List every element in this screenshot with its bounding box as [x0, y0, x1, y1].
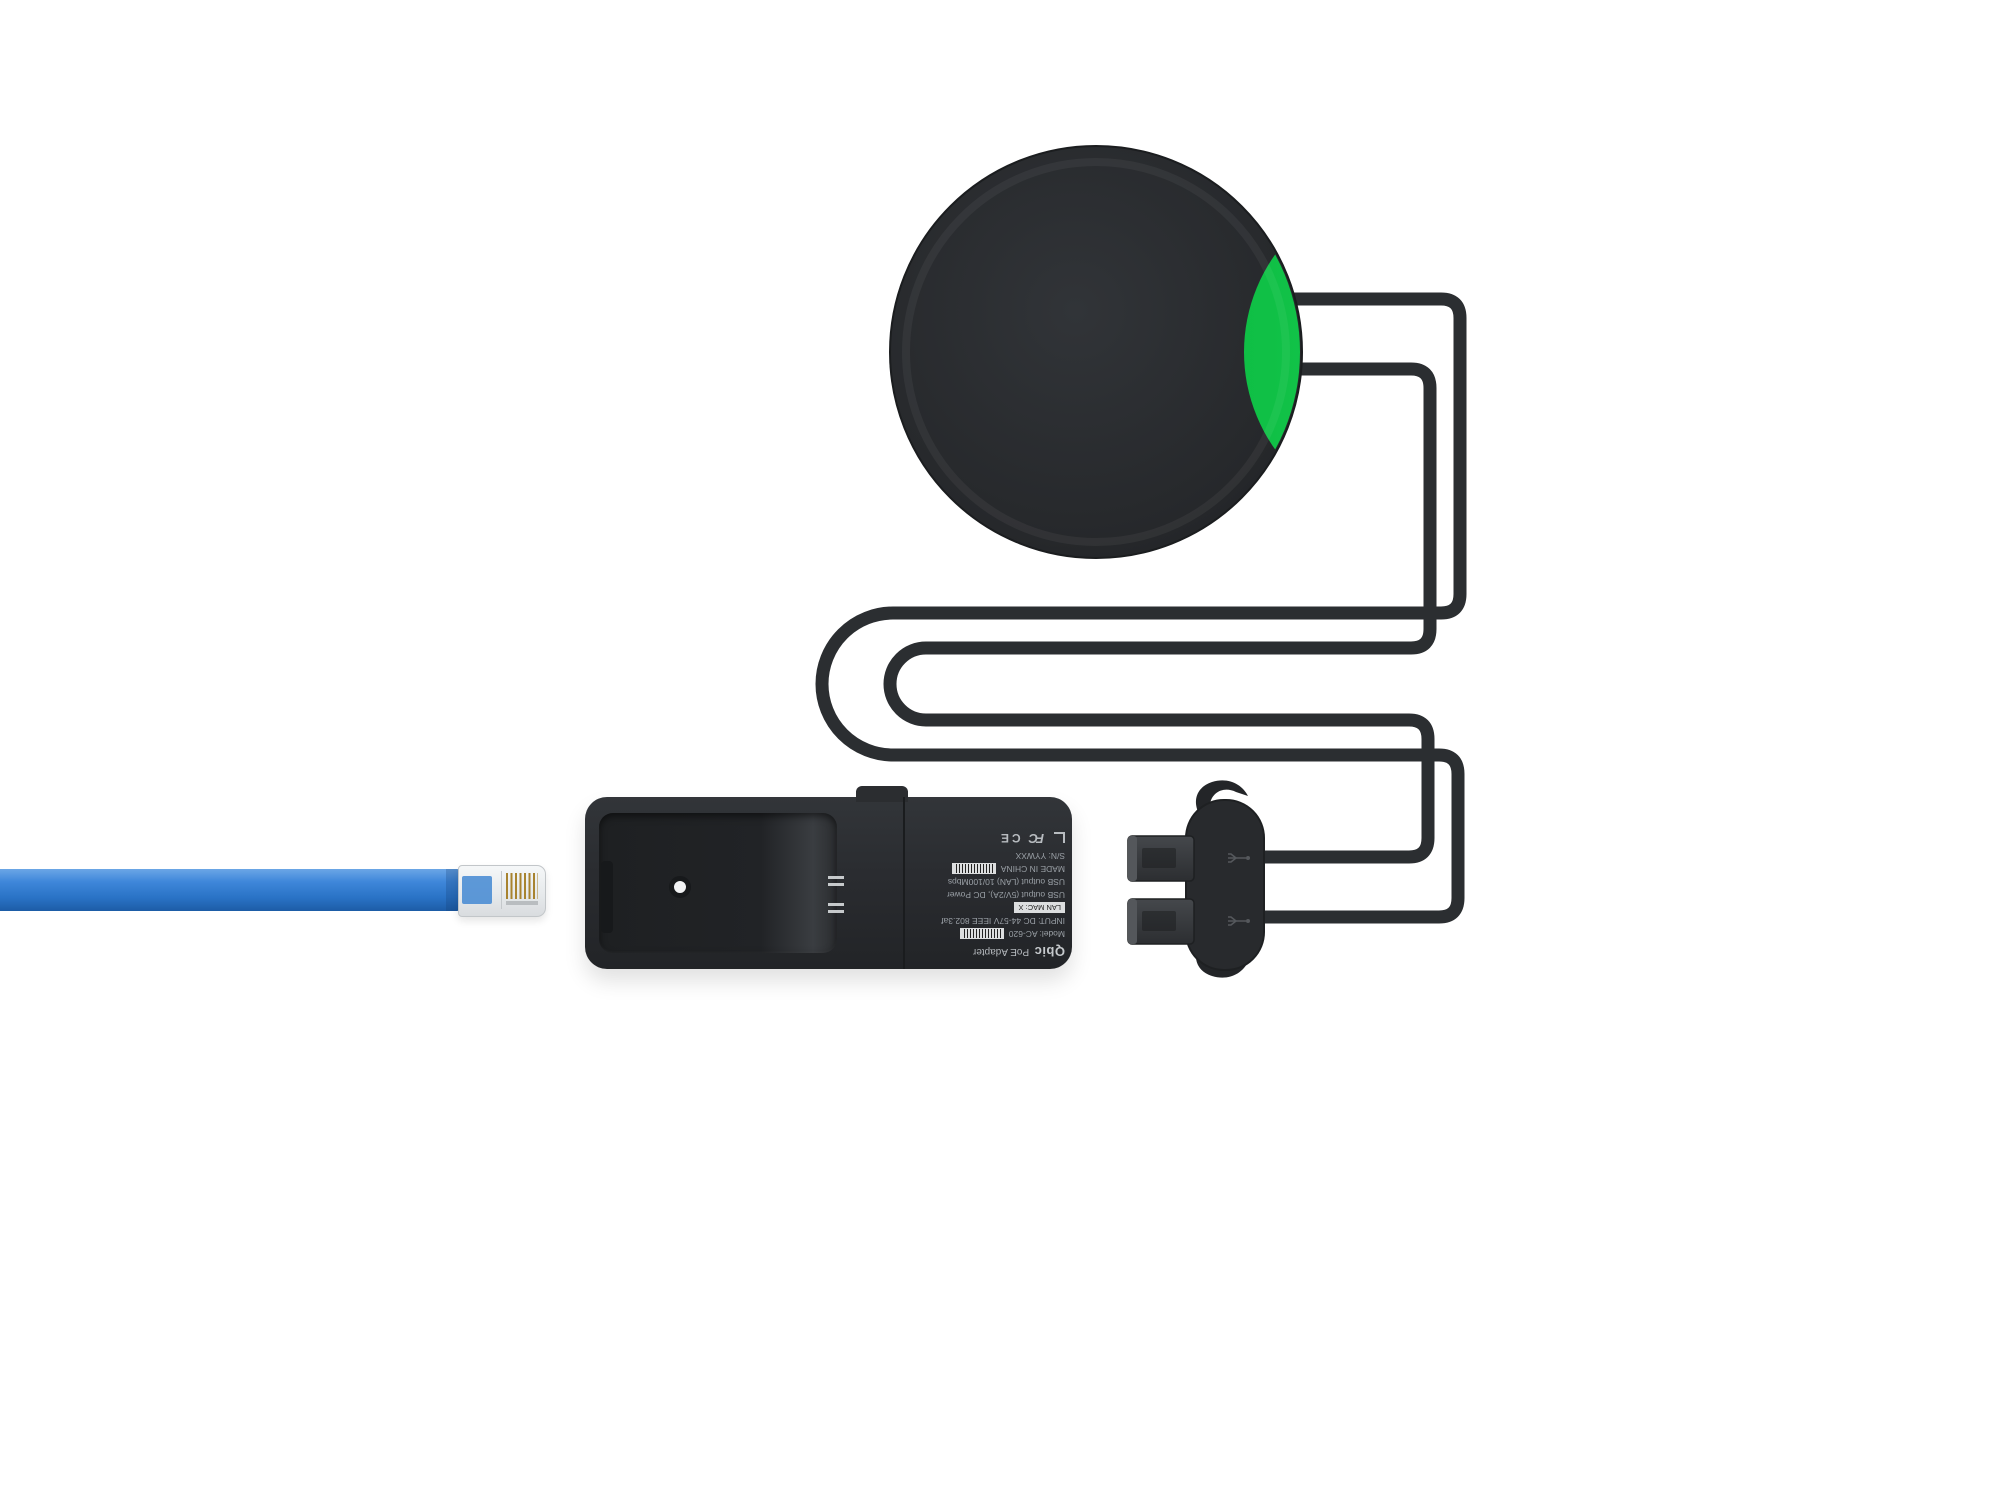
usb-plug-top [1127, 835, 1195, 882]
serial-text: S/N: YYWXX [1015, 851, 1065, 862]
input-text: INPUT: DC 44-57V IEEE 802.3af [941, 915, 1065, 926]
device-rim-highlight [902, 158, 1290, 546]
usb-power-text: USB output (5V/2A), DC Power [946, 889, 1065, 900]
usb-trident-icon-top [1228, 853, 1250, 863]
rj45-pin-base [506, 901, 538, 905]
usb-plug-bottom [1127, 898, 1195, 945]
device-body [889, 145, 1303, 559]
adapter-vent-bottom [828, 903, 844, 916]
rj45-gold-pins [506, 873, 538, 899]
adapter-seam [903, 797, 905, 969]
dual-usb-connector [1127, 780, 1265, 978]
adapter-port-slot [601, 861, 613, 933]
barcode [951, 863, 996, 875]
adapter-label: Qbic PoE Adapter Model: AC-620 INPUT: DC… [915, 805, 1065, 961]
ce-mark-icon: CE [997, 831, 1021, 846]
adapter-vent-top [828, 876, 844, 889]
adapter-top-tab [856, 786, 908, 802]
rj45-connector [458, 865, 546, 917]
round-device-puck [889, 145, 1303, 559]
adapter-led-hole [669, 876, 691, 898]
barcode [959, 927, 1004, 939]
usb-lan-text: USB output (LAN) 10/100Mbps [947, 877, 1065, 888]
ethernet-cable [0, 869, 462, 911]
arrow-mark-icon [1054, 832, 1065, 844]
usb-cable-b [883, 362, 1437, 864]
qbic-logo: Qbic [1034, 944, 1065, 959]
usb-cable-a [815, 292, 1467, 924]
rj45-cable-stub [462, 876, 492, 904]
adapter-rj45-recess [599, 813, 837, 953]
poe-adapter: Qbic PoE Adapter Model: AC-620 INPUT: DC… [585, 786, 1072, 969]
usb-trident-icon-bottom [1228, 916, 1250, 926]
fcc-mark-icon: FC [1030, 830, 1044, 846]
connector-plate [1185, 799, 1265, 971]
model-text: Model: AC-620 [1008, 928, 1065, 939]
green-accent [1244, 184, 1300, 520]
rj45-divider [501, 871, 502, 909]
product-name: PoE Adapter [972, 946, 1030, 958]
mac-chip: LAN MAC: X [1014, 901, 1065, 914]
made-in-text: MADE IN CHINA [1000, 864, 1065, 875]
